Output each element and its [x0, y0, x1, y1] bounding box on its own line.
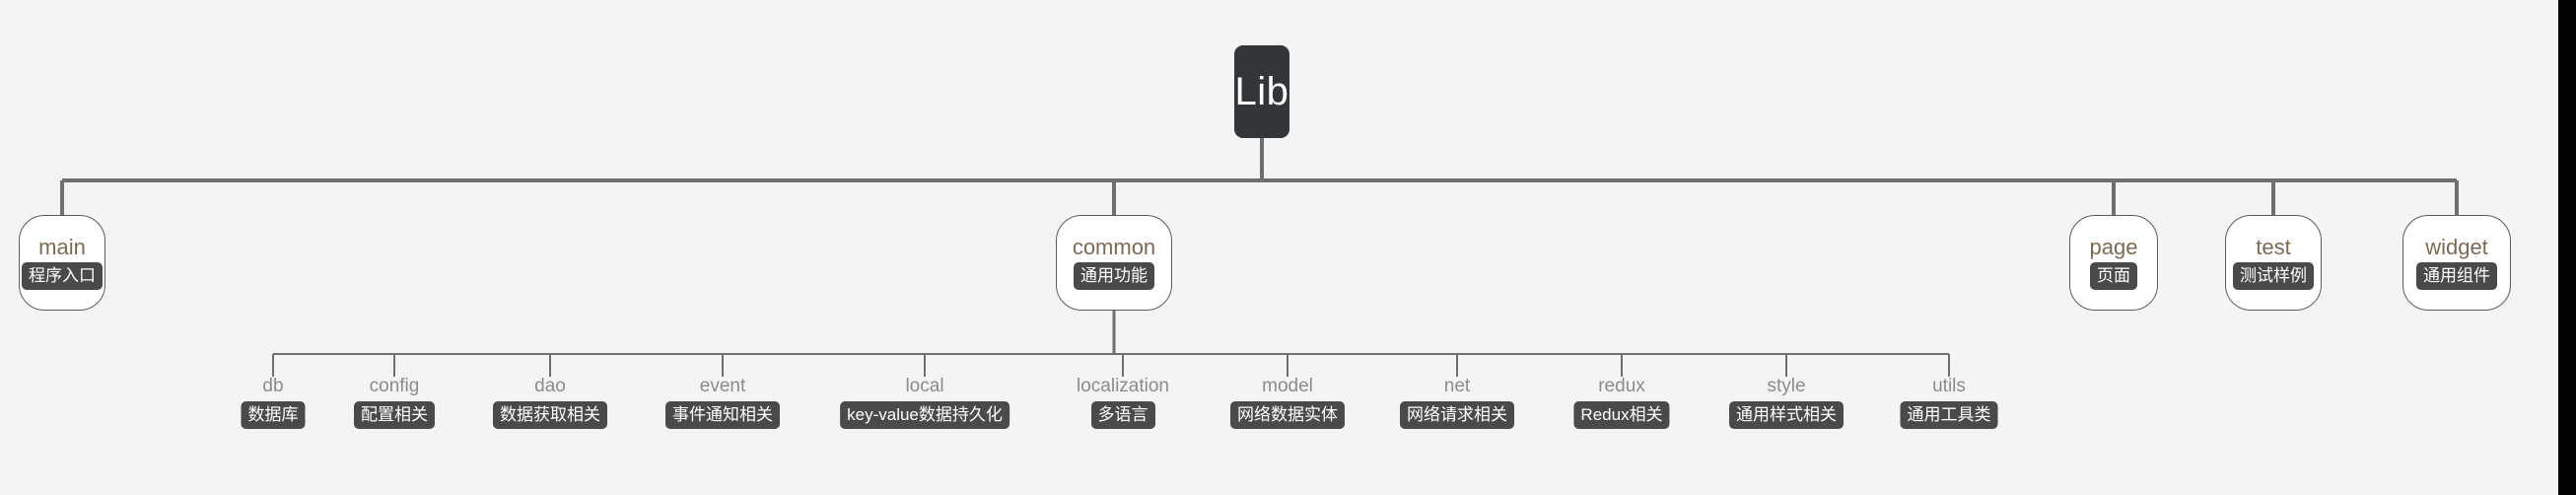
node-branch-page[interactable]: page 页面 — [2069, 215, 2158, 311]
node-leaf-event[interactable]: event 事件通知相关 — [665, 377, 780, 429]
leaf-badge: 通用样式相关 — [1729, 400, 1844, 429]
node-branch-main[interactable]: main 程序入口 — [19, 215, 105, 311]
right-gutter — [2558, 0, 2576, 495]
node-leaf-db[interactable]: db 数据库 — [241, 376, 306, 429]
leaf-label: model — [1262, 376, 1313, 396]
branch-badge: 程序入口 — [22, 262, 103, 291]
leaf-badge: key-value数据持久化 — [840, 400, 1010, 429]
leaf-badge: 事件通知相关 — [665, 400, 780, 429]
leaf-badge: Redux相关 — [1573, 400, 1670, 429]
leaf-label: style — [1767, 376, 1806, 396]
leaf-label: net — [1443, 376, 1471, 396]
leaf-label: redux — [1598, 376, 1645, 396]
leaf-badge: 多语言 — [1090, 400, 1155, 429]
branch-label: main — [38, 234, 86, 259]
leaf-label: event — [699, 376, 746, 396]
node-leaf-dao[interactable]: dao 数据获取相关 — [493, 377, 607, 429]
node-branch-test[interactable]: test 测试样例 — [2225, 215, 2322, 311]
node-leaf-localization[interactable]: localization 多语言 — [1077, 377, 1169, 429]
leaf-label: db — [262, 376, 284, 396]
node-branch-common[interactable]: common 通用功能 — [1056, 215, 1172, 311]
leaf-badge: 配置相关 — [354, 400, 435, 429]
root-label: Lib — [1234, 70, 1289, 113]
leaf-label: utils — [1932, 376, 1966, 396]
branch-label: common — [1072, 234, 1156, 259]
branch-label: test — [2256, 234, 2291, 259]
node-leaf-utils[interactable]: utils 通用工具类 — [1900, 376, 1998, 429]
leaf-badge: 通用工具类 — [1900, 400, 1998, 429]
node-branch-widget[interactable]: widget 通用组件 — [2402, 215, 2511, 311]
leaf-label: local — [905, 376, 944, 396]
leaf-badge: 数据获取相关 — [493, 400, 607, 429]
branch-label: page — [2089, 234, 2138, 259]
node-root-lib[interactable]: Lib — [1234, 45, 1289, 138]
node-leaf-model[interactable]: model 网络数据实体 — [1230, 377, 1345, 429]
branch-badge: 测试样例 — [2233, 262, 2314, 291]
branch-badge: 页面 — [2090, 262, 2137, 291]
leaf-label: localization — [1077, 376, 1169, 396]
leaf-badge: 网络请求相关 — [1400, 400, 1514, 429]
branch-badge: 通用功能 — [1074, 262, 1154, 291]
leaf-badge: 数据库 — [241, 400, 306, 429]
leaf-badge: 网络数据实体 — [1230, 400, 1345, 429]
node-leaf-style[interactable]: style 通用样式相关 — [1729, 377, 1844, 429]
branch-badge: 通用组件 — [2416, 262, 2497, 291]
leaf-label: config — [369, 376, 420, 396]
node-leaf-net[interactable]: net 网络请求相关 — [1400, 377, 1514, 429]
branch-label: widget — [2425, 234, 2488, 259]
leaf-label: dao — [534, 376, 566, 396]
node-leaf-local[interactable]: local key-value数据持久化 — [840, 377, 1010, 429]
node-leaf-config[interactable]: config 配置相关 — [354, 377, 435, 429]
